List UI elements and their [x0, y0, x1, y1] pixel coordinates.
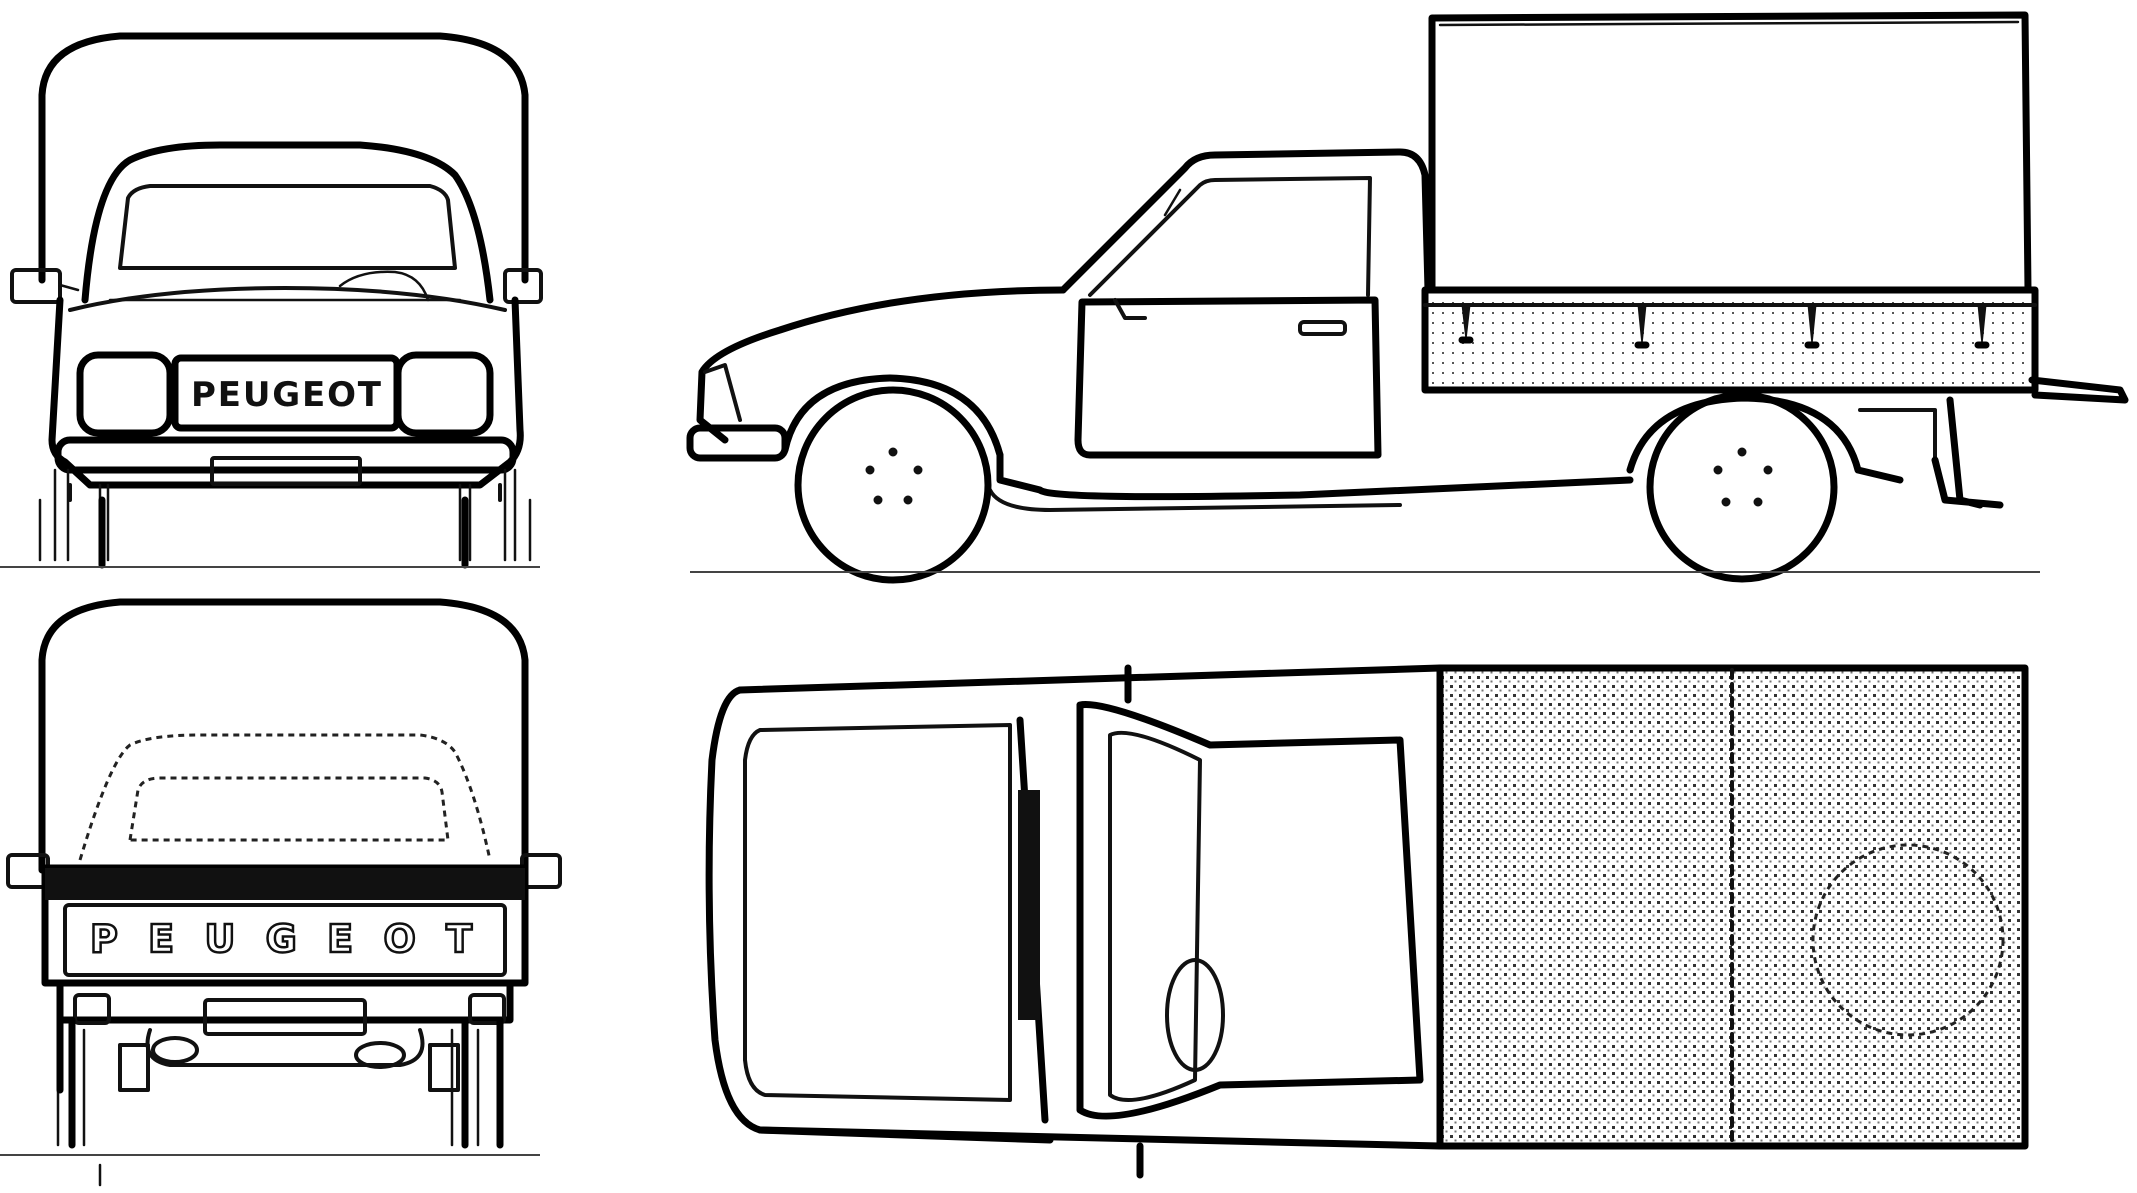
top-view	[705, 664, 2029, 1179]
front-grille-lettering: PEUGEOT	[191, 375, 382, 415]
side-view	[686, 11, 2129, 584]
tailgate-lettering: PEUGEOT	[90, 917, 480, 961]
front-view: PEUGEOT	[0, 32, 543, 569]
rear-view: PEUGEOT	[0, 598, 562, 1187]
